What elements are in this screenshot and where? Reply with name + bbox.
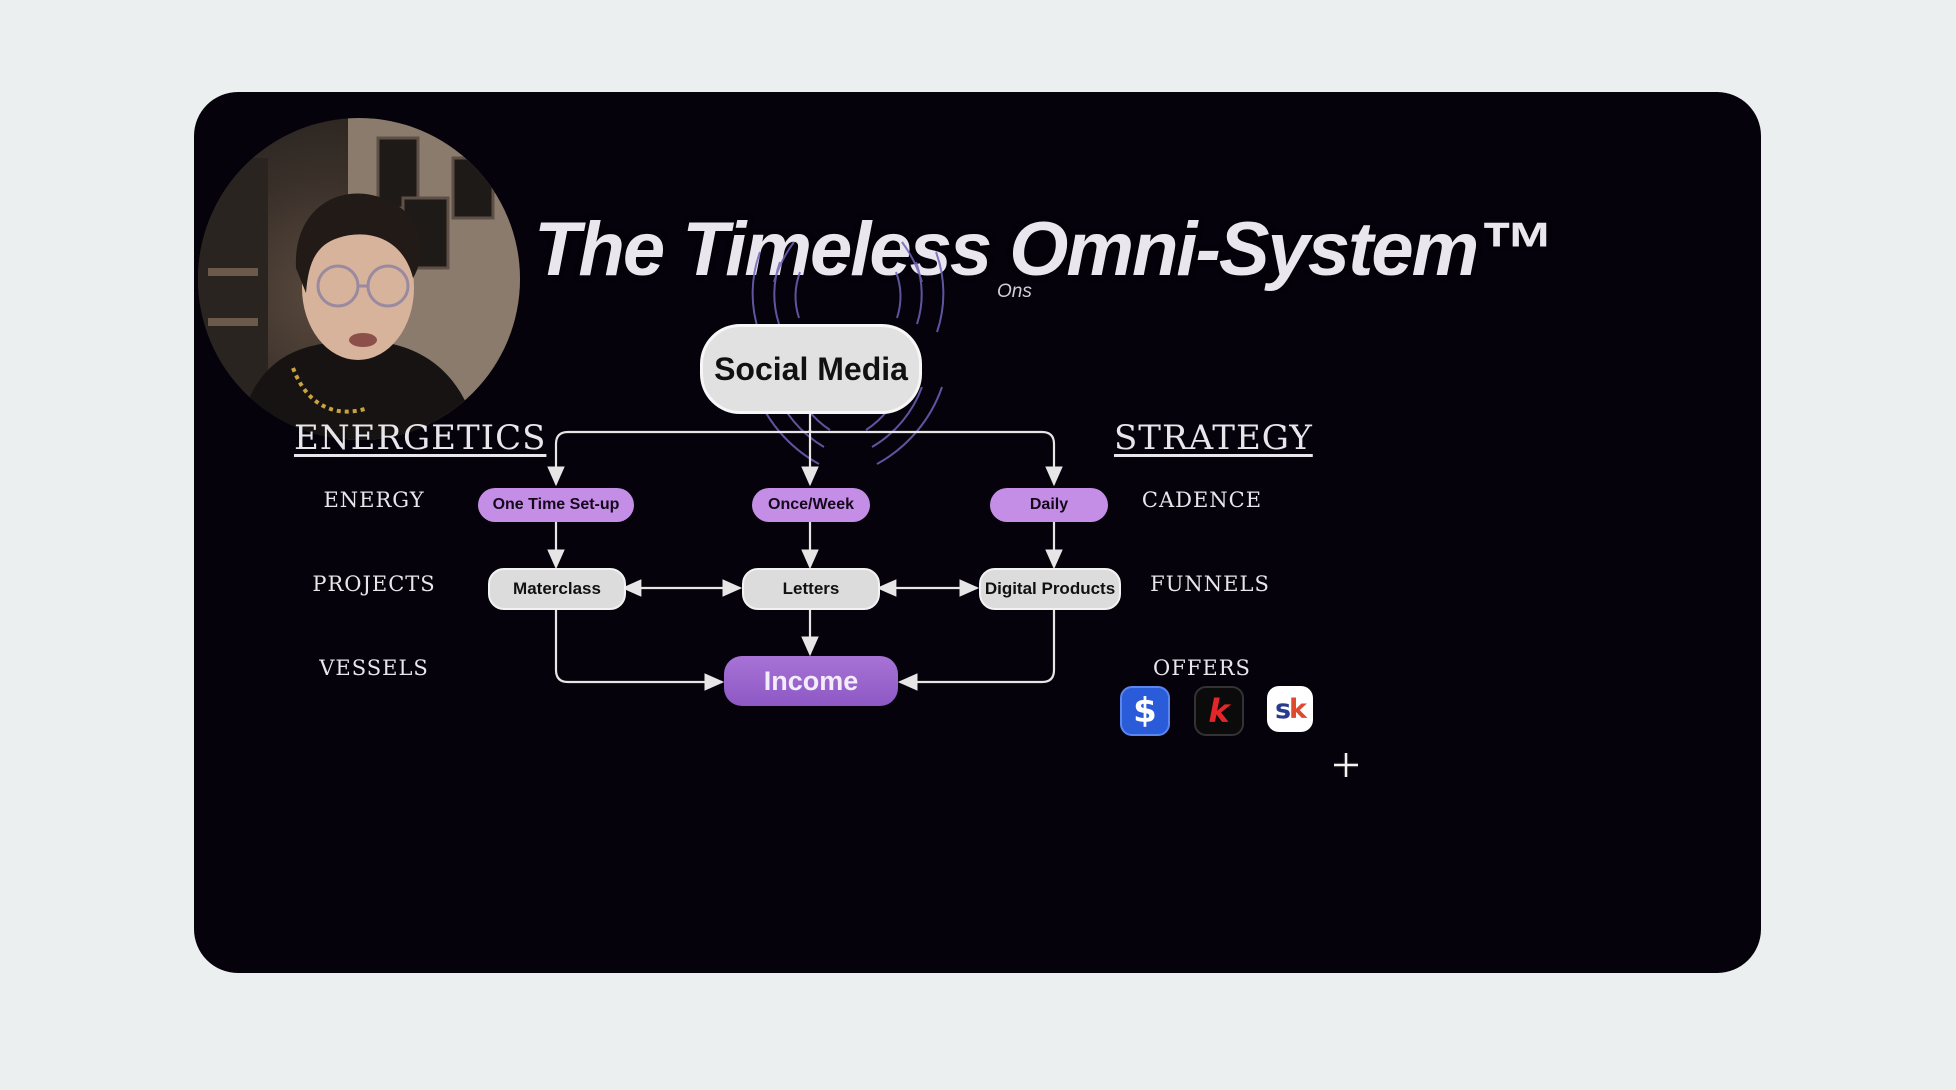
slide-canvas: The Timeless Omni-System™ Ons: [194, 92, 1761, 973]
energetics-row-projects: PROJECTS: [312, 572, 436, 596]
cadence-once-week: Once/Week: [752, 488, 870, 522]
presenter-webcam: [198, 118, 520, 440]
cadence-one-time-setup: One Time Set-up: [478, 488, 634, 522]
income-node: Income: [724, 656, 898, 706]
social-media-node: Social Media: [700, 324, 922, 414]
kajabi-icon: k: [1194, 686, 1244, 736]
caption-text: Ons: [997, 281, 1032, 302]
energetics-heading: ENERGETICS: [294, 418, 547, 458]
project-masterclass: Materclass: [488, 568, 626, 610]
energetics-row-energy: ENERGY: [323, 488, 425, 512]
diagram-connectors: [547, 241, 1063, 691]
slide-title: The Timeless Omni-System™: [534, 207, 1553, 292]
cadence-daily: Daily: [990, 488, 1108, 522]
project-letters: Letters: [742, 568, 880, 610]
move-cursor-icon: [1334, 753, 1358, 777]
energetics-row-vessels: VESSELS: [319, 656, 429, 680]
presenter-avatar-icon: [198, 118, 520, 440]
project-digital-products: Digital Products: [979, 568, 1121, 610]
cash-app-icon: $: [1120, 686, 1170, 736]
strategy-row-offers: OFFERS: [1153, 656, 1251, 680]
strategy-row-funnels: FUNNELS: [1150, 572, 1270, 596]
strategy-heading: STRATEGY: [1114, 418, 1313, 458]
strategy-row-cadence: CADENCE: [1141, 488, 1263, 512]
